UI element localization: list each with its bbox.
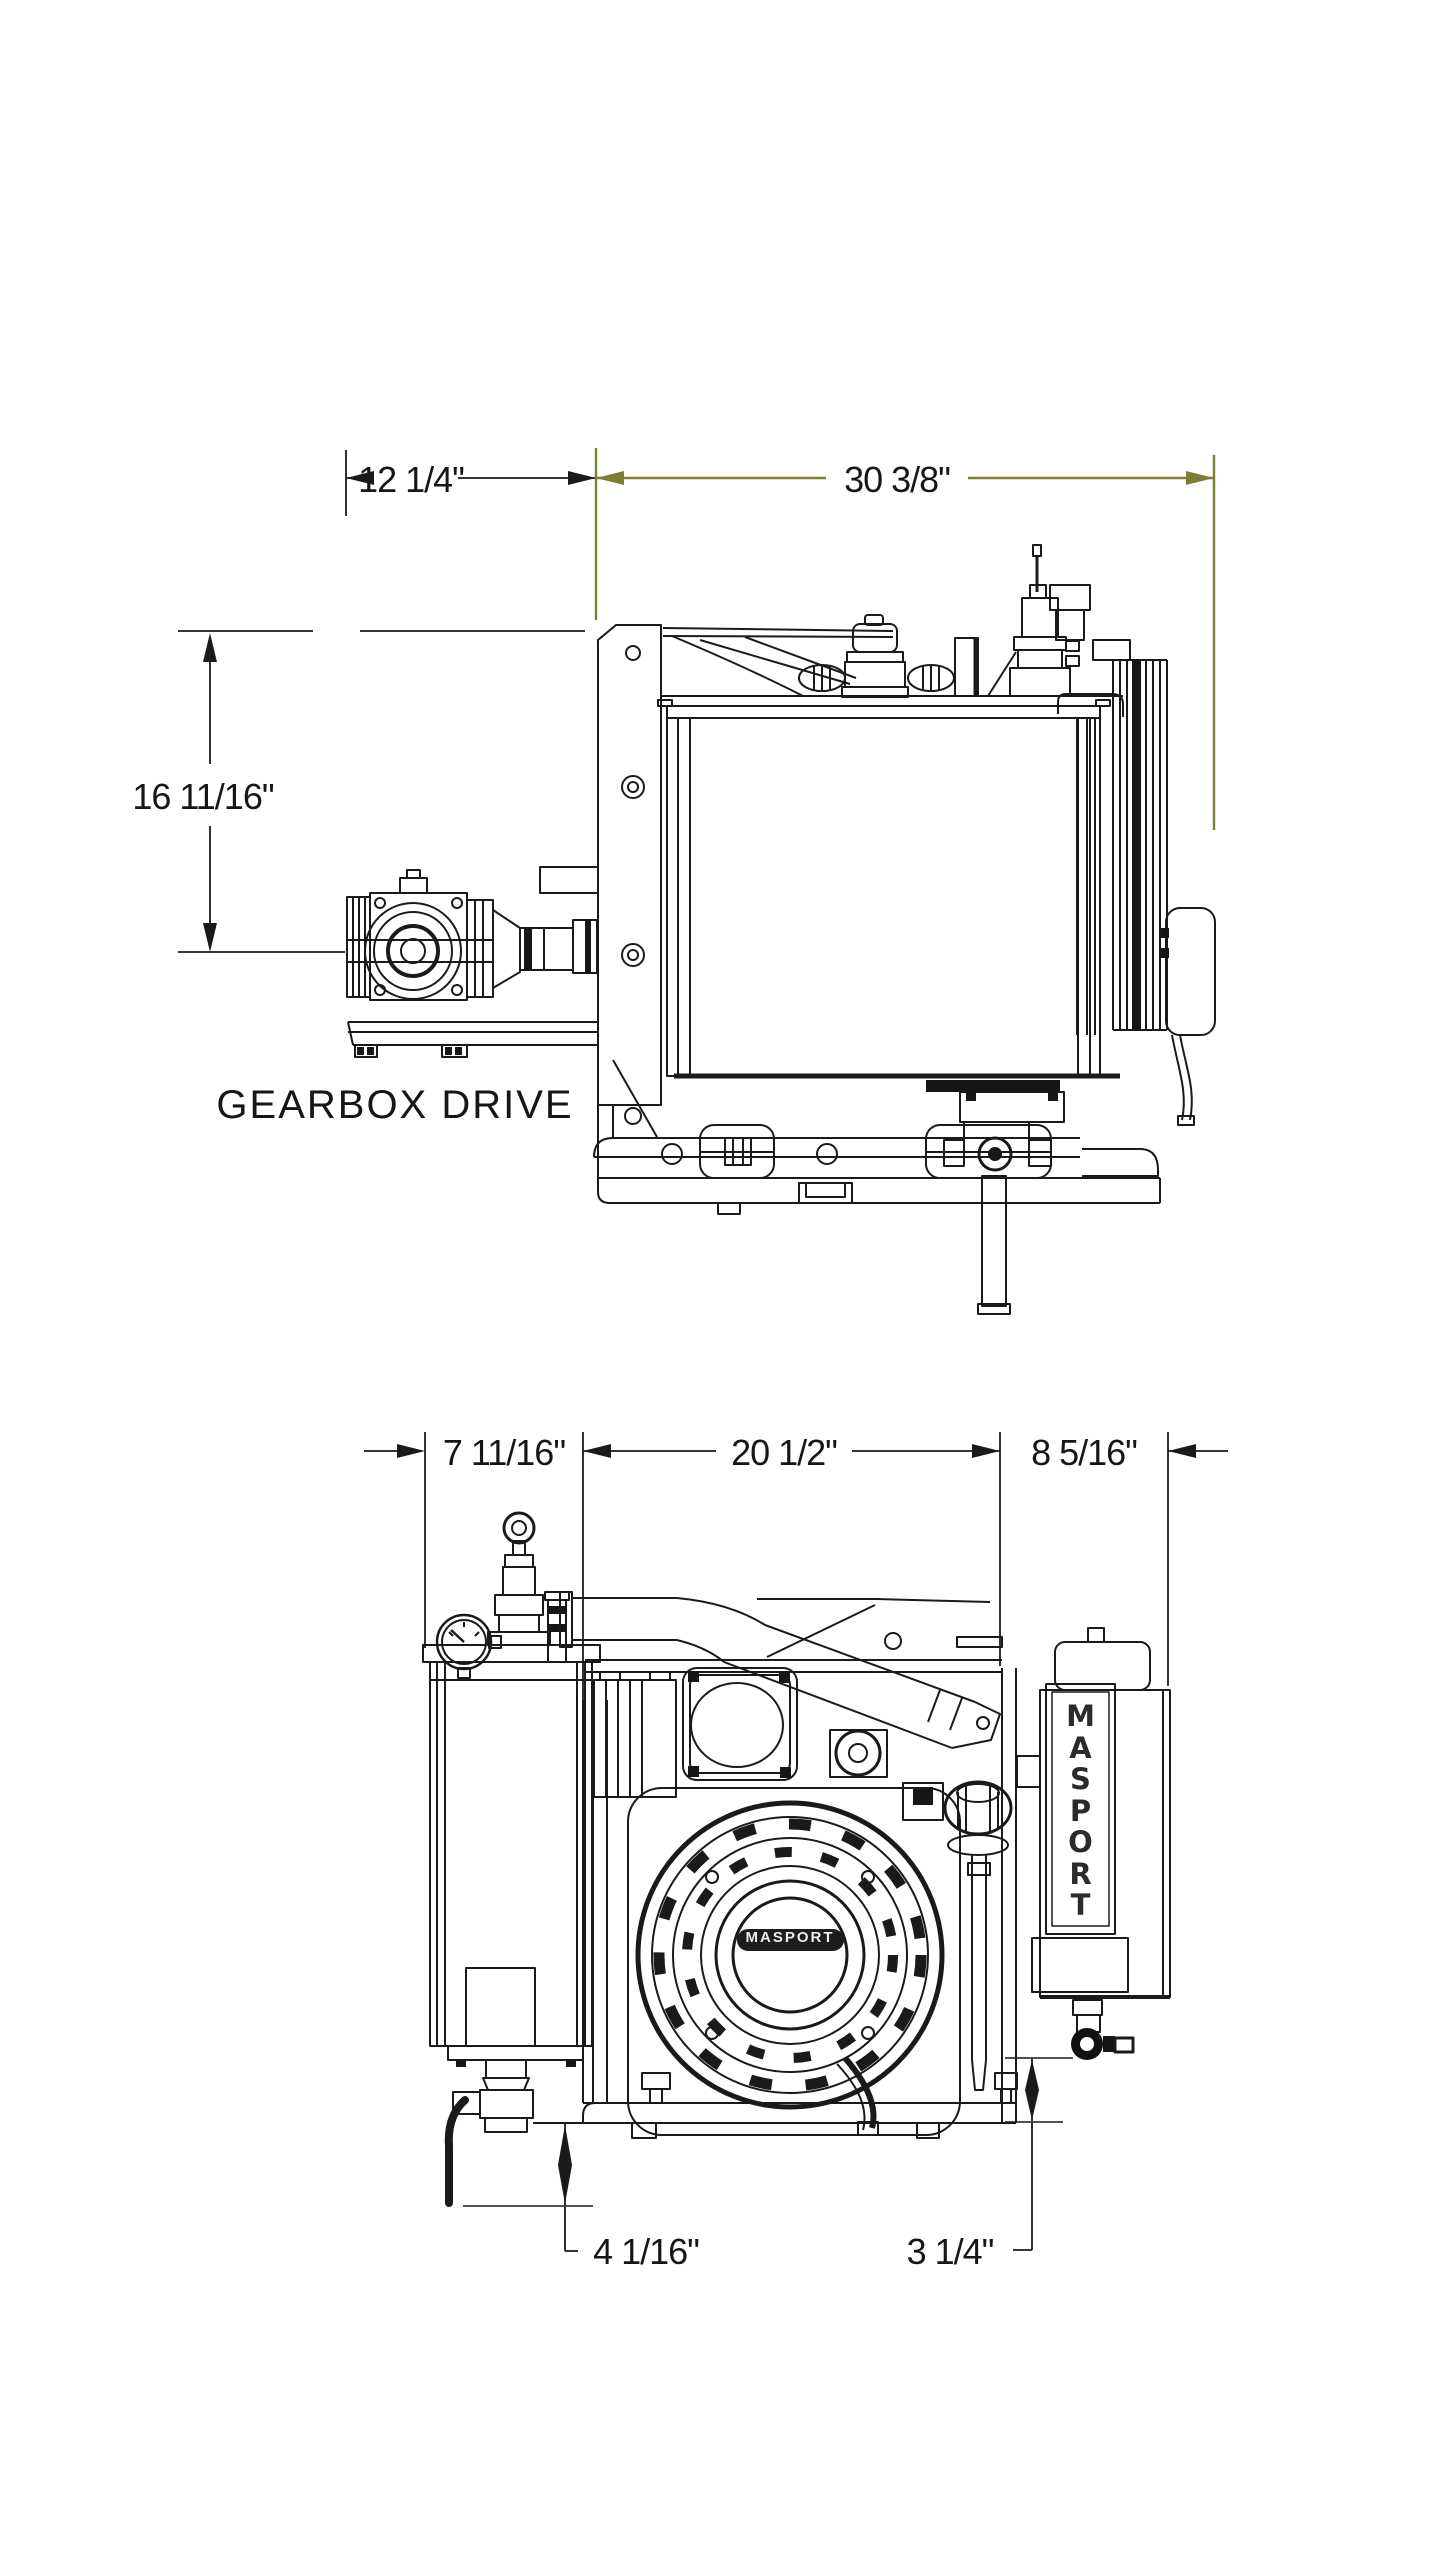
front-right-tank (1016, 1627, 1171, 2060)
side-top-fittings (661, 544, 1124, 717)
side-view-caption: GEARBOX DRIVE (216, 1083, 574, 1127)
dim-right-section: 8 5/16" (1031, 1432, 1138, 1473)
side-engine (1049, 584, 1216, 1177)
front-left-tank (422, 1511, 601, 2207)
side-frame (593, 1059, 1161, 1215)
dim-ground-clearance-right: 3 1/4" (906, 2231, 995, 2272)
side-tank (657, 699, 1120, 1123)
front-view (364, 1432, 1228, 2252)
side-dim-black (178, 450, 596, 953)
side-mount-plate (597, 624, 662, 1125)
tank-brand-label: MASPORT (1066, 1699, 1095, 1922)
dim-gearbox-offset: 12 1/4" (358, 459, 465, 500)
side-dim-olive (594, 448, 1216, 830)
side-view (178, 448, 1216, 1315)
front-dims (364, 1432, 1228, 2252)
dim-ground-clearance-left: 4 1/16" (593, 2231, 700, 2272)
dim-center-section: 20 1/2" (731, 1432, 838, 1473)
side-gearbox (346, 866, 599, 1058)
side-drain (943, 1121, 1052, 1315)
dim-left-section: 7 11/16" (442, 1432, 566, 1473)
front-frame-engine (533, 1591, 1018, 2139)
engine-hub-brand-label: MASPORT (745, 1929, 835, 1946)
dim-height-to-shaft: 16 11/16" (132, 776, 274, 817)
dim-body-length: 30 3/8" (844, 459, 951, 500)
